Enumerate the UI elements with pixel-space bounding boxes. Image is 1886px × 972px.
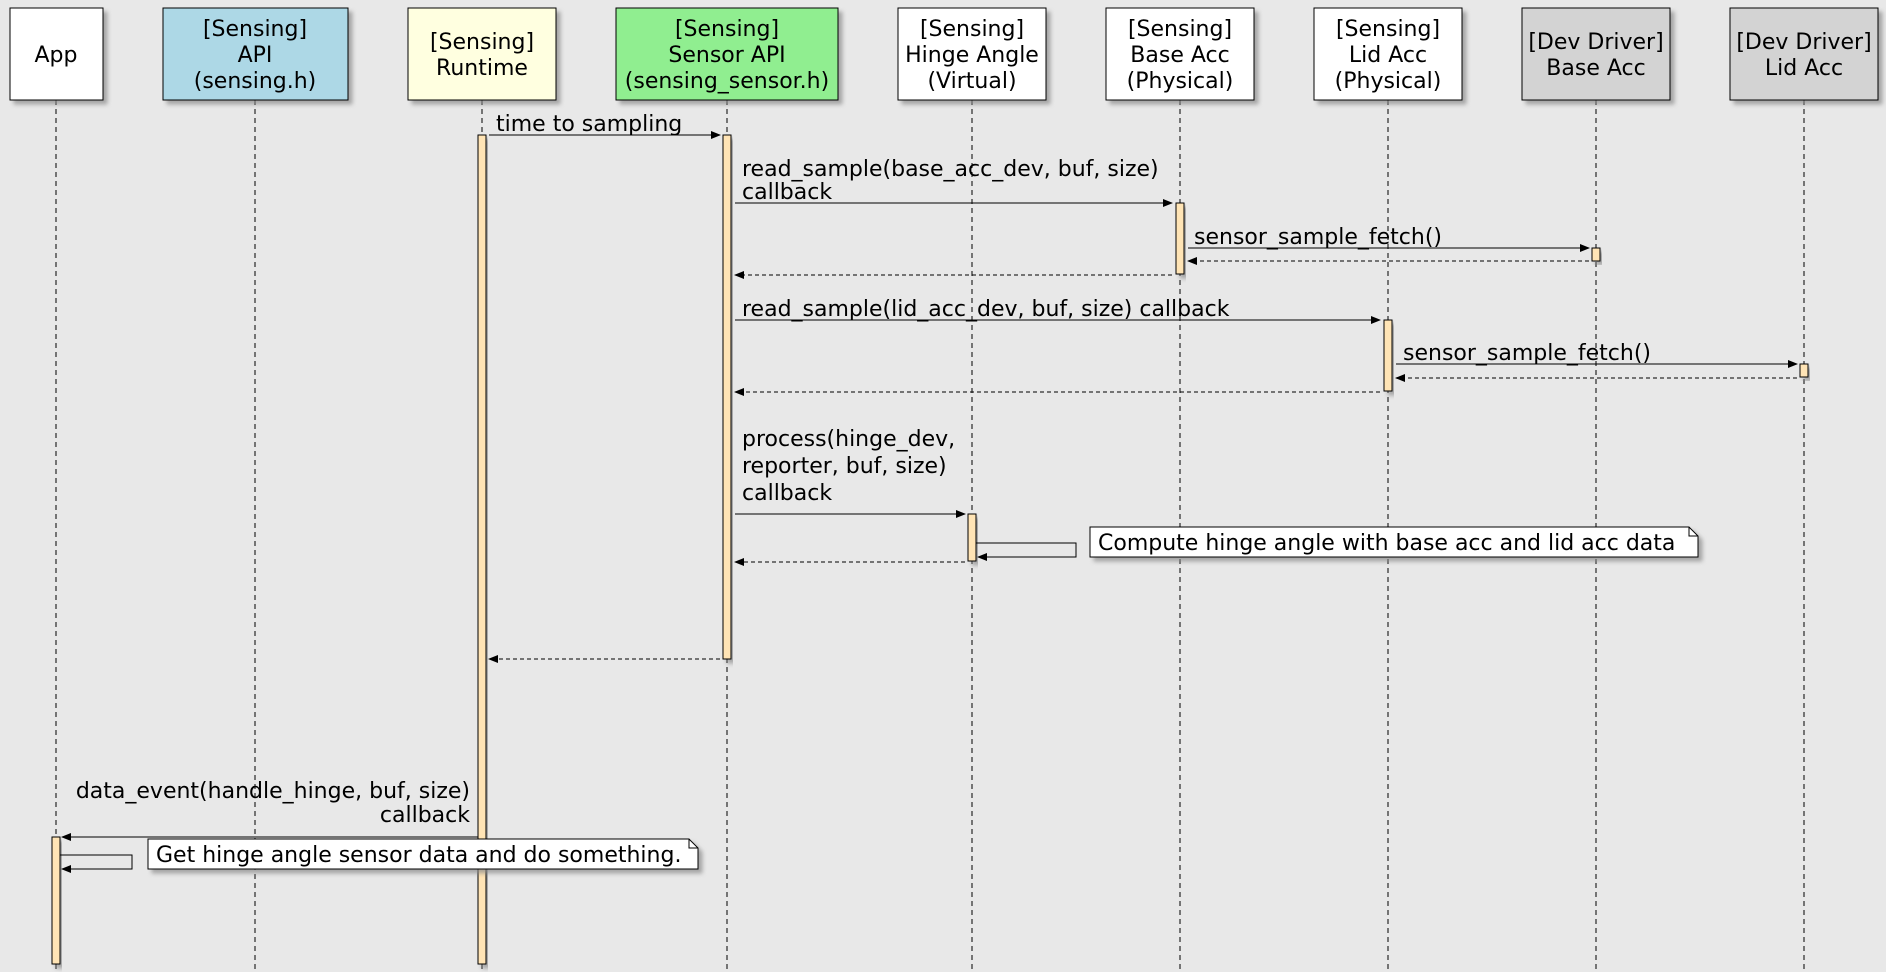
messages-layer: time to sampling read_sample(base_acc_dev… xyxy=(60,112,1798,873)
note-box xyxy=(147,838,699,870)
participant-sensor-api: [Sensing]Sensor API(sensing_sensor.h) xyxy=(615,7,839,101)
message-self xyxy=(60,854,133,873)
activation-bar-sensing-runtime xyxy=(477,134,487,965)
participant-label-sensor-api: (sensing_sensor.h) xyxy=(625,69,829,94)
participant-label-hinge-angle: (Virtual) xyxy=(927,69,1016,94)
message-self xyxy=(976,542,1077,561)
note-text: Get hinge angle sensor data and do somet… xyxy=(156,843,681,868)
participant-box-app xyxy=(9,7,104,101)
activation-bar-driver-lid-acc xyxy=(1799,363,1809,378)
participants-layer: App[Sensing]API(sensing.h)[Sensing]Runti… xyxy=(9,7,1879,101)
participant-box-hinge-angle xyxy=(897,7,1047,101)
participant-app: App xyxy=(9,7,104,101)
participant-box-sensor-api xyxy=(615,7,839,101)
note-text: Compute hinge angle with base acc and li… xyxy=(1098,531,1675,556)
activation-bar-base-acc xyxy=(1175,202,1185,275)
activation-bar-app xyxy=(51,836,61,965)
participant-label-sensing-runtime: [Sensing] xyxy=(430,30,534,55)
activation-bar-lid-acc xyxy=(1383,319,1393,392)
message-call: time to sampling xyxy=(489,112,721,139)
message-label: callback xyxy=(380,803,470,828)
activation-bar-driver-base-acc xyxy=(1591,247,1601,262)
participant-driver-base-acc: [Dev Driver]Base Acc xyxy=(1521,7,1671,101)
participant-label-lid-acc: Lid Acc xyxy=(1349,43,1427,68)
participant-label-sensor-api: Sensor API xyxy=(668,43,785,68)
note-box xyxy=(1089,526,1699,558)
participant-label-base-acc: (Physical) xyxy=(1127,69,1234,94)
participant-box-driver-lid-acc xyxy=(1729,7,1879,101)
message-label: process(hinge_dev, xyxy=(742,427,955,452)
message-label: read_sample(base_acc_dev, buf, size) xyxy=(742,157,1159,182)
note-fold xyxy=(1688,527,1698,537)
participant-label-driver-base-acc: [Dev Driver] xyxy=(1528,30,1663,55)
activation-bar-hinge-angle xyxy=(967,513,977,562)
participant-driver-lid-acc: [Dev Driver]Lid Acc xyxy=(1729,7,1879,101)
note-app: Get hinge angle sensor data and do somet… xyxy=(147,838,699,870)
message-call: data_event(handle_hinge, buf, size)callb… xyxy=(61,779,478,841)
participant-lid-acc: [Sensing]Lid Acc(Physical) xyxy=(1313,7,1463,101)
participant-box-lid-acc xyxy=(1313,7,1463,101)
participant-hinge-angle: [Sensing]Hinge Angle(Virtual) xyxy=(897,7,1047,101)
message-label: read_sample(lid_acc_dev, buf, size) call… xyxy=(742,297,1230,322)
message-call: process(hinge_dev,reporter, buf, size)ca… xyxy=(735,427,966,518)
participant-box-sensing-runtime xyxy=(407,7,557,101)
message-label: sensor_sample_fetch() xyxy=(1194,225,1442,250)
participant-label-lid-acc: (Physical) xyxy=(1335,69,1442,94)
self-message-arrow-app xyxy=(60,854,133,873)
participant-label-lid-acc: [Sensing] xyxy=(1336,17,1440,42)
participant-sensing-api: [Sensing]API(sensing.h) xyxy=(162,7,349,101)
message-label: callback xyxy=(742,180,832,205)
participant-label-sensing-api: (sensing.h) xyxy=(194,69,317,94)
activations-layer xyxy=(51,134,1809,965)
participant-label-app: App xyxy=(35,43,78,68)
note-hinge-angle: Compute hinge angle with base acc and li… xyxy=(1089,526,1699,558)
message-label: reporter, buf, size) xyxy=(742,454,947,479)
participant-label-hinge-angle: Hinge Angle xyxy=(905,43,1039,68)
participant-label-sensing-runtime: Runtime xyxy=(436,56,528,81)
message-call: sensor_sample_fetch() xyxy=(1188,225,1590,252)
participant-label-hinge-angle: [Sensing] xyxy=(920,17,1024,42)
participant-box-base-acc xyxy=(1105,7,1255,101)
note-fold xyxy=(688,839,698,849)
message-label: callback xyxy=(742,481,832,506)
message-call: sensor_sample_fetch() xyxy=(1396,341,1798,368)
participant-label-base-acc: Base Acc xyxy=(1130,43,1229,68)
message-call: read_sample(base_acc_dev, buf, size)call… xyxy=(735,157,1173,207)
participant-sensing-runtime: [Sensing]Runtime xyxy=(407,7,557,101)
participant-label-sensing-api: API xyxy=(238,43,273,68)
participant-label-driver-base-acc: Base Acc xyxy=(1546,56,1645,81)
participant-box-sensing-api xyxy=(162,7,349,101)
self-message-arrow-hinge-angle xyxy=(976,542,1077,561)
message-label: time to sampling xyxy=(496,112,682,137)
message-call: read_sample(lid_acc_dev, buf, size) call… xyxy=(735,297,1381,324)
participant-base-acc: [Sensing]Base Acc(Physical) xyxy=(1105,7,1255,101)
participant-box-driver-base-acc xyxy=(1521,7,1671,101)
message-label: data_event(handle_hinge, buf, size) xyxy=(76,779,470,804)
participant-label-sensor-api: [Sensing] xyxy=(675,17,779,42)
notes-layer: Compute hinge angle with base acc and li… xyxy=(147,526,1699,870)
participant-label-base-acc: [Sensing] xyxy=(1128,17,1232,42)
activation-bar-sensor-api xyxy=(722,134,732,660)
participant-label-driver-lid-acc: [Dev Driver] xyxy=(1736,30,1871,55)
participant-label-sensing-api: [Sensing] xyxy=(203,17,307,42)
message-label: sensor_sample_fetch() xyxy=(1403,341,1651,366)
participant-label-driver-lid-acc: Lid Acc xyxy=(1765,56,1843,81)
